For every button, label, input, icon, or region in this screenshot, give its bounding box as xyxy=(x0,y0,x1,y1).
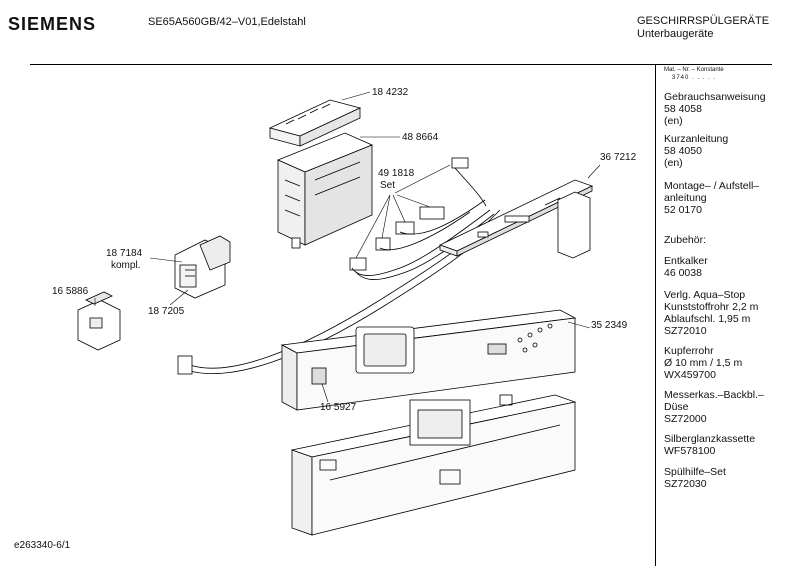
door-lock-drawing xyxy=(174,235,231,299)
part-label-165886: 16 5886 xyxy=(52,286,89,297)
sidebar-item-spuelhilfe: Spülhilfe–Set SZ72030 xyxy=(664,466,726,490)
part-label-367212: 36 7212 xyxy=(600,152,637,163)
part-label-491818: 49 1818 xyxy=(378,168,415,179)
sidebar-item-messerkas: Messerkas.–Backbl.– Düse SZ72000 xyxy=(664,389,764,425)
part-label-kompl: kompl. xyxy=(111,260,141,271)
door-rail-drawing xyxy=(438,179,594,259)
konstante-value: 3740 . . . . . xyxy=(672,75,717,81)
header-divider xyxy=(30,64,772,65)
control-module-drawing xyxy=(276,132,374,249)
part-label-488664: 48 8664 xyxy=(402,132,439,143)
sidebar-item-kupferrohr: Kupferrohr Ø 10 mm / 1,5 m WX459700 xyxy=(664,345,743,381)
mat-nr-label: Mat. – Nr. – Konstante xyxy=(664,67,724,73)
sidebar-item-zubehoer: Zubehör: xyxy=(664,234,707,246)
part-label-187184: 18 7184 xyxy=(106,248,143,259)
sidebar-item-gebrauchsanweisung: Gebrauchsanweisung 58 4058 (en) xyxy=(664,91,766,127)
leader-lines xyxy=(94,91,601,403)
sidebar-item-entkalker: Entkalker 46 0038 xyxy=(664,255,708,279)
sidebar-item-aqua-stop: Verlg. Aqua–Stop Kunststoffrohr 2,2 m Ab… xyxy=(664,289,759,337)
part-label-352349: 35 2349 xyxy=(591,320,628,331)
model-number: SE65A560GB/42–V01,Edelstahl xyxy=(148,16,306,28)
switch-block-drawing xyxy=(268,99,362,147)
sidebar-item-kurzanleitung: Kurzanleitung 58 4050 (en) xyxy=(664,133,729,169)
subcategory-title: Unterbaugeräte xyxy=(637,28,714,40)
part-label-184232: 18 4232 xyxy=(372,87,409,98)
part-label-165927: 16 5927 xyxy=(320,402,357,413)
main-switch-drawing xyxy=(77,291,121,351)
part-label-187205: 18 7205 xyxy=(148,306,185,317)
document-code: e263340-6/1 xyxy=(14,540,71,551)
sidebar-item-silberglanz: Silberglanzkassette WF578100 xyxy=(664,433,756,457)
housing-frame-drawing xyxy=(290,394,577,536)
sidebar-divider xyxy=(655,64,656,566)
brand-logo: SIEMENS xyxy=(8,14,97,34)
category-title: GESCHIRRSPÜLGERÄTE xyxy=(637,15,770,27)
control-panel-drawing xyxy=(280,309,577,411)
cable-set-drawing xyxy=(177,157,505,375)
part-label-set: Set xyxy=(380,180,396,191)
sidebar-item-montageanleitung: Montage– / Aufstell– anleitung 52 0170 xyxy=(664,180,760,216)
